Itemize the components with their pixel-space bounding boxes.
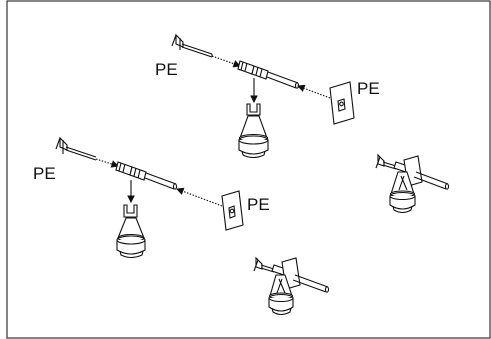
bottom-assembled-unit xyxy=(253,256,330,316)
top-cone-sensor xyxy=(238,115,269,159)
left-exploded-assembly xyxy=(55,136,244,259)
diagram-border xyxy=(6,0,491,339)
left-cone-sensor xyxy=(116,217,146,259)
left-mounting-plate xyxy=(221,190,244,231)
pe-label-left-probe: PE xyxy=(33,164,56,183)
top-clip xyxy=(246,103,261,116)
top-mounting-plate xyxy=(329,81,355,125)
right-assembled-unit xyxy=(375,153,450,214)
top-connector xyxy=(237,60,300,89)
top-probe-tool xyxy=(171,33,213,58)
pe-label-left-plate: PE xyxy=(247,195,270,214)
top-exploded-assembly xyxy=(171,33,355,159)
pe-label-top-plate: PE xyxy=(357,79,380,98)
left-connector xyxy=(115,161,178,190)
pe-label-top-probe: PE xyxy=(155,60,178,79)
left-probe-tool xyxy=(55,136,97,161)
left-clip xyxy=(123,204,138,218)
